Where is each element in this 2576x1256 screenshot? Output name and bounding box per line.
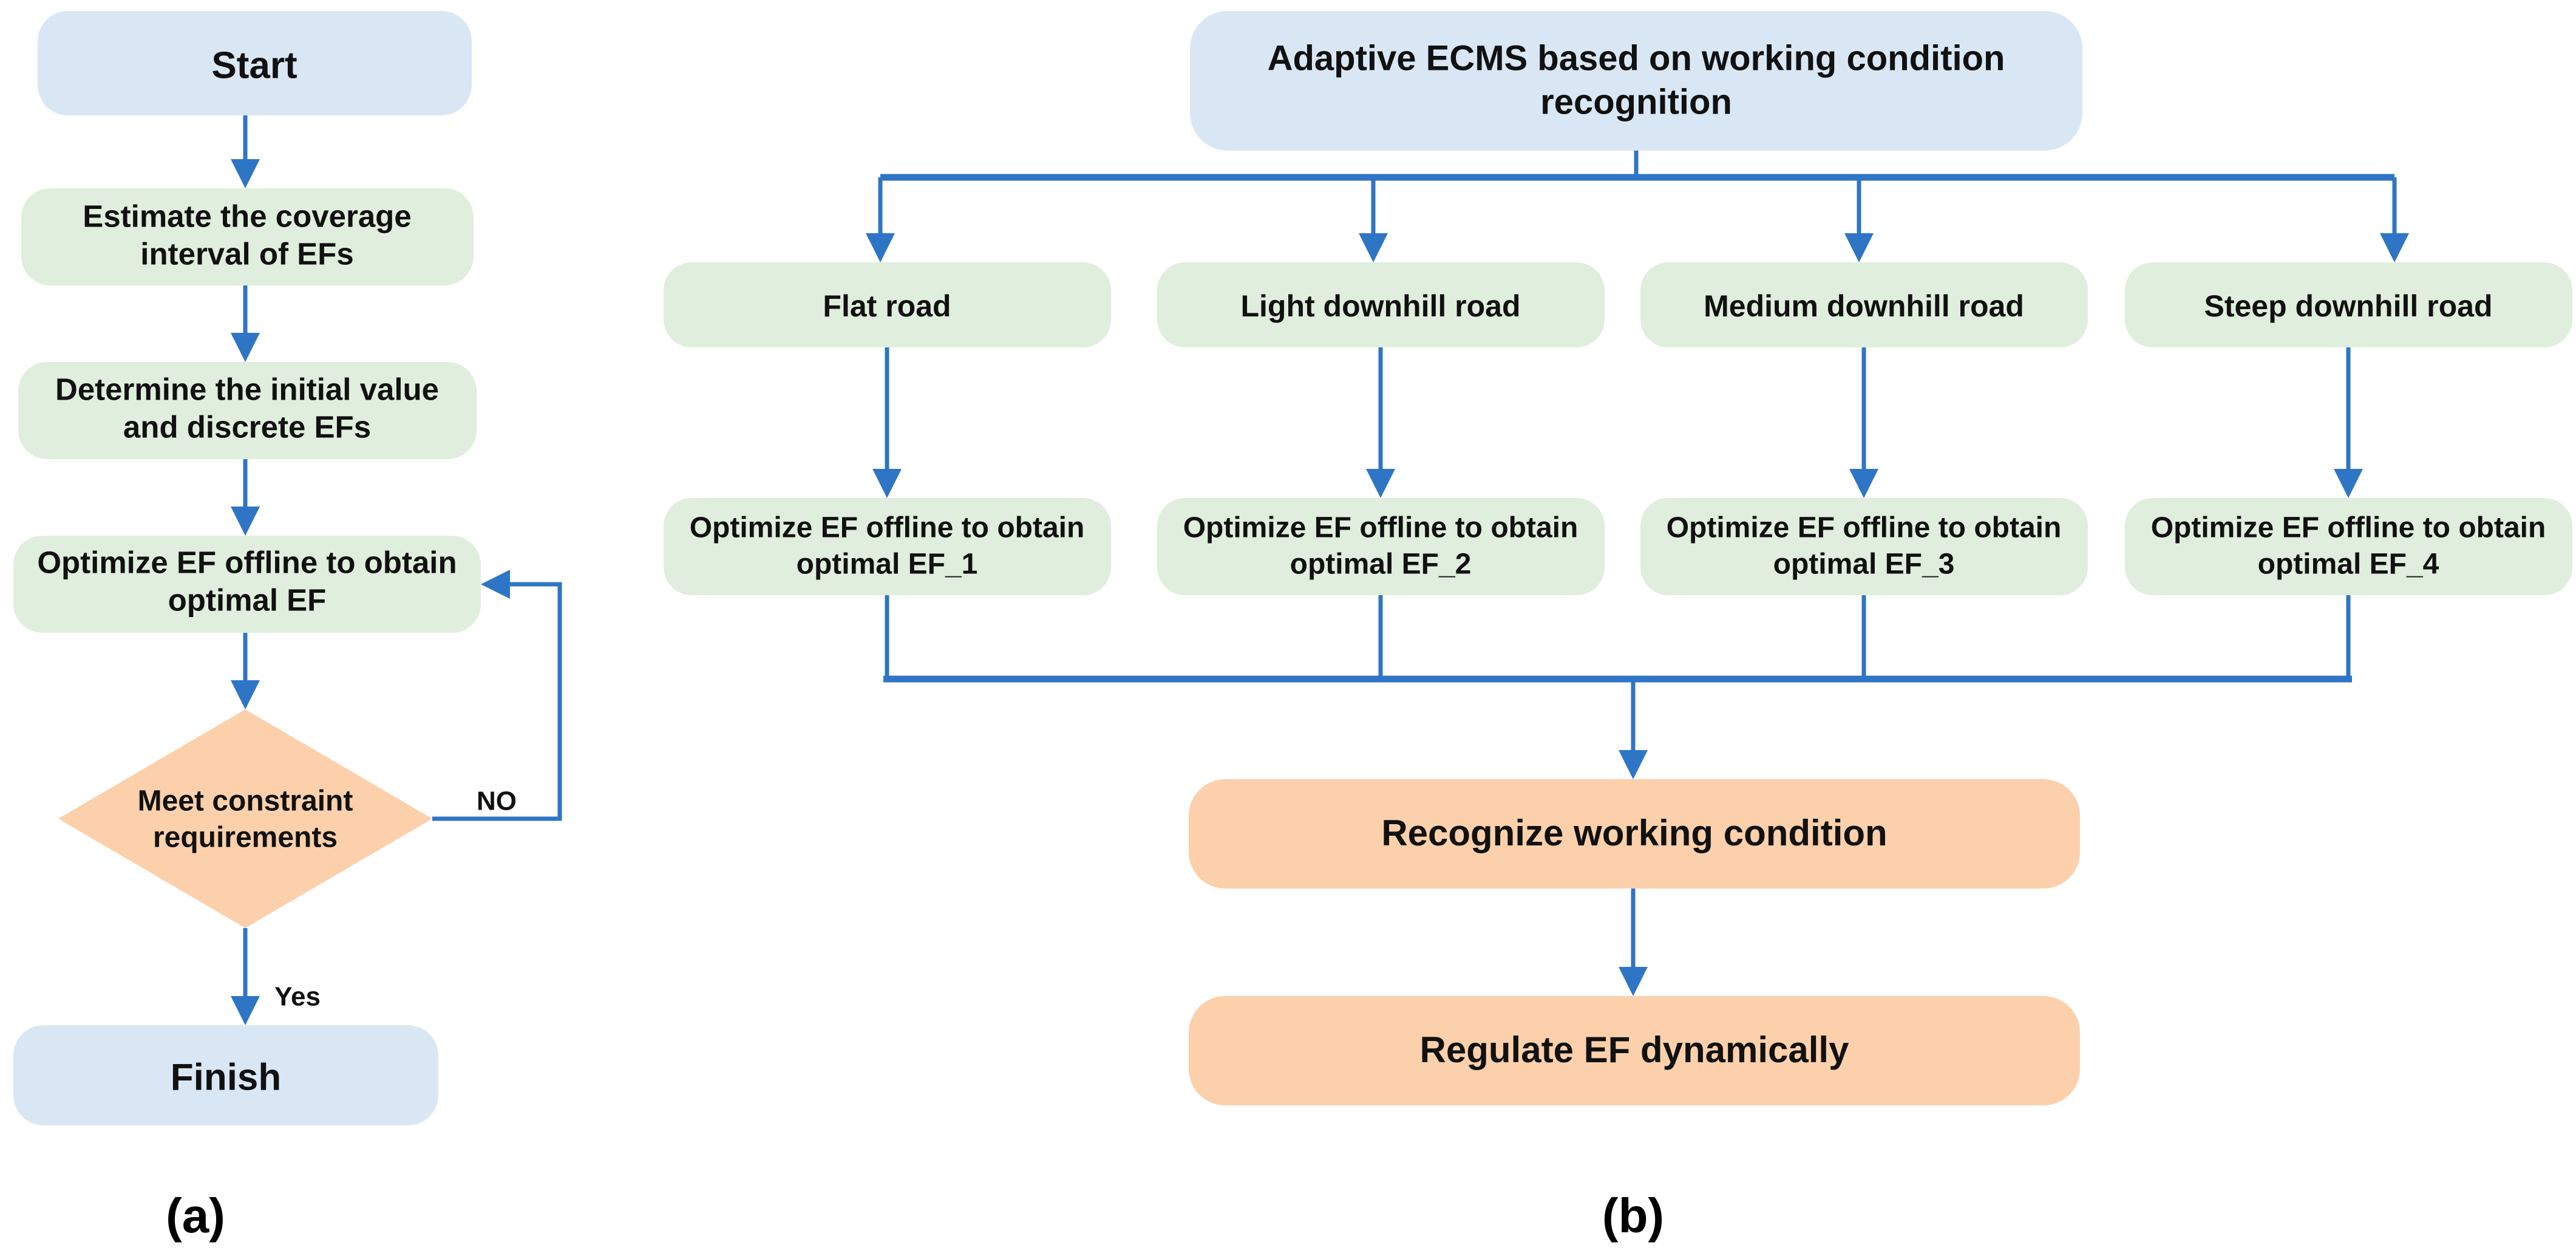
node-condition-2-shape[interactable] bbox=[1157, 262, 1605, 347]
arrowhead-start-to-estimate bbox=[231, 159, 260, 188]
node-title-line1: Adaptive ECMS based on working condition bbox=[1268, 38, 2005, 78]
node-condition-3-label: Medium downhill road bbox=[1704, 289, 2024, 323]
arrowhead-branch-3 bbox=[1844, 233, 1874, 262]
node-determine-line1: Determine the initial value bbox=[55, 372, 439, 406]
arrowhead-estimate-to-determine bbox=[231, 333, 260, 362]
node-title-shape[interactable] bbox=[1190, 11, 2082, 151]
node-decision-line2: requirements bbox=[153, 822, 338, 854]
node-optimizer-1-line2: optimal EF_1 bbox=[797, 548, 978, 581]
arrowhead-condition-4 bbox=[2334, 469, 2363, 498]
edge-label-no: NO bbox=[477, 787, 517, 816]
edge-decision-no-loop bbox=[432, 582, 562, 821]
edge-label-yes: Yes bbox=[274, 982, 321, 1012]
node-estimate-line1: Estimate the coverage bbox=[83, 199, 411, 233]
node-optimizer-3-line1: Optimize EF offline to obtain bbox=[1667, 512, 2062, 544]
panel-a-caption: (a) bbox=[166, 1189, 225, 1243]
node-estimate-line2: interval of EFs bbox=[140, 236, 353, 271]
node-outcome-1-shape[interactable] bbox=[1189, 779, 2080, 889]
node-condition-1-shape[interactable] bbox=[664, 262, 1111, 347]
node-optimize-shape[interactable] bbox=[13, 536, 481, 633]
arrowhead-condition-2 bbox=[1366, 469, 1395, 498]
panel-b-caption: (b) bbox=[1602, 1189, 1664, 1243]
node-optimizer-3-shape[interactable] bbox=[1640, 498, 2088, 595]
node-optimizer-3-line2: optimal EF_3 bbox=[1773, 548, 1955, 581]
node-start-label: Start bbox=[211, 44, 297, 86]
node-finish-label: Finish bbox=[171, 1056, 282, 1098]
node-optimizer-4-line1: Optimize EF offline to obtain bbox=[2151, 512, 2546, 544]
node-optimizer-1-line1: Optimize EF offline to obtain bbox=[690, 512, 1085, 544]
node-determine-line2: and discrete EFs bbox=[123, 409, 371, 444]
node-optimizer-1-shape[interactable] bbox=[664, 498, 1111, 595]
node-optimizer-4-line2: optimal EF_4 bbox=[2258, 548, 2439, 581]
node-optimizer-2-line2: optimal EF_2 bbox=[1290, 548, 1472, 581]
node-start-shape[interactable] bbox=[38, 11, 472, 115]
arrowhead-merge-to-recognize bbox=[1619, 750, 1648, 779]
node-determine-shape[interactable] bbox=[18, 362, 477, 459]
node-finish-shape[interactable] bbox=[13, 1025, 438, 1125]
node-condition-3-shape[interactable] bbox=[1640, 262, 2088, 347]
arrowhead-branch-1 bbox=[866, 233, 895, 262]
arrowhead-branch-2 bbox=[1359, 233, 1388, 262]
node-condition-4-label: Steep downhill road bbox=[2204, 289, 2492, 323]
node-outcome-1-label: Recognize working condition bbox=[1381, 813, 1887, 853]
arrowhead-recognize-to-regulate bbox=[1619, 967, 1648, 996]
node-decision-line1: Meet constraint bbox=[138, 785, 353, 817]
node-condition-1-label: Flat road bbox=[823, 289, 951, 323]
arrowhead-condition-1 bbox=[872, 469, 902, 498]
node-optimize-line1: Optimize EF offline to obtain bbox=[37, 545, 457, 579]
arrowhead-optimize-to-decision bbox=[231, 680, 260, 709]
node-estimate-shape[interactable] bbox=[21, 188, 474, 285]
node-optimize-line2: optimal EF bbox=[168, 582, 327, 617]
node-condition-2-label: Light downhill road bbox=[1240, 289, 1520, 323]
node-optimizer-2-shape[interactable] bbox=[1157, 498, 1605, 595]
node-optimizer-2-line1: Optimize EF offline to obtain bbox=[1183, 512, 1579, 544]
node-condition-4-shape[interactable] bbox=[2125, 262, 2572, 347]
node-outcome-2-shape[interactable] bbox=[1189, 996, 2080, 1105]
node-outcome-2-label: Regulate EF dynamically bbox=[1420, 1029, 1850, 1070]
arrowhead-branch-4 bbox=[2380, 233, 2409, 262]
node-decision-shape[interactable] bbox=[58, 709, 432, 928]
arrowhead-condition-3 bbox=[1849, 469, 1878, 498]
arrowhead-decision-to-finish bbox=[231, 996, 260, 1025]
node-optimizer-4-shape[interactable] bbox=[2125, 498, 2572, 595]
arrowhead-determine-to-optimize bbox=[231, 507, 260, 536]
node-title-line2: recognition bbox=[1540, 82, 1732, 121]
arrowhead-no-loop bbox=[481, 570, 510, 599]
